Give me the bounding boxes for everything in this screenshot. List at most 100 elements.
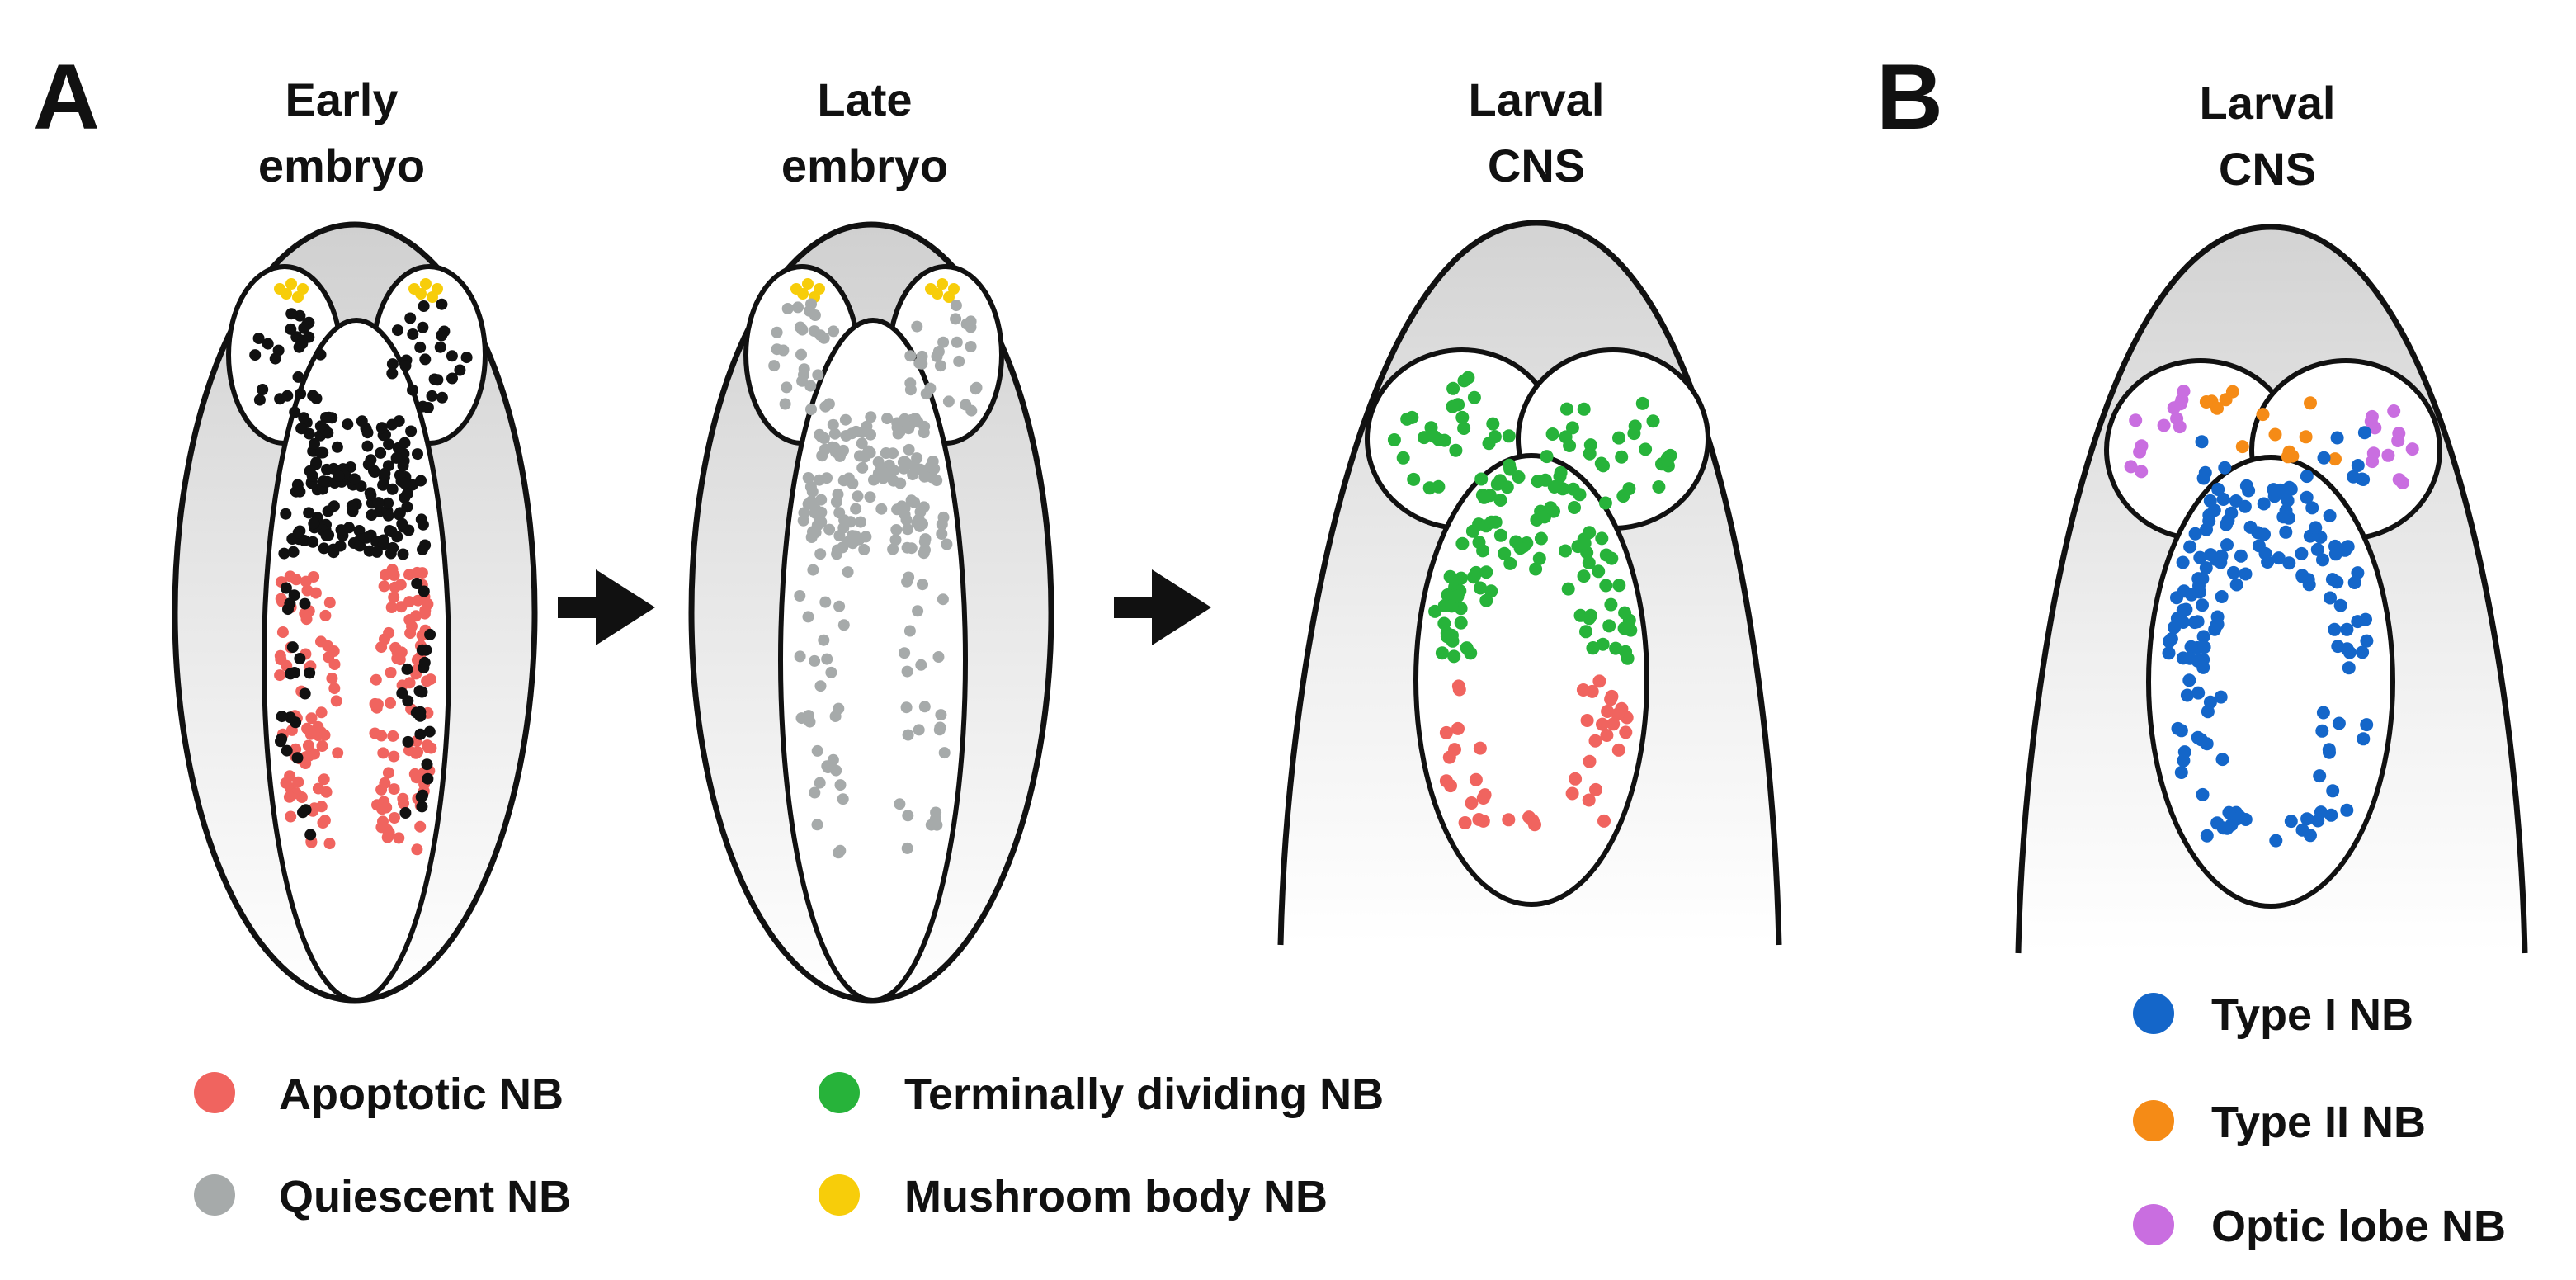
neuroblast-dot — [2268, 427, 2282, 442]
neuroblast-dot — [1618, 606, 1632, 620]
neuroblast-dot — [903, 443, 915, 456]
neuroblast-dot — [1427, 429, 1441, 443]
neuroblast-dot — [1476, 791, 1490, 805]
neuroblast-dot — [385, 602, 398, 613]
neuroblast-dot — [926, 471, 938, 484]
neuroblast-dot — [397, 548, 409, 560]
neuroblast-dot — [795, 348, 807, 361]
neuroblast-dot — [2219, 393, 2233, 407]
neuroblast-dot — [1469, 772, 1483, 786]
neuroblast-dot — [318, 475, 330, 488]
neuroblast-dot — [434, 341, 446, 353]
neuroblast-dot — [403, 677, 416, 689]
neuroblast-dot — [388, 783, 400, 796]
neuroblast-dot — [1428, 604, 1442, 618]
neuroblast-dot — [284, 711, 296, 724]
neuroblast-dot — [1612, 579, 1626, 593]
neuroblast-dot — [1596, 717, 1609, 731]
neuroblast-dot — [1432, 479, 1446, 494]
neuroblast-dot — [918, 536, 931, 548]
neuroblast-dot — [346, 500, 358, 512]
neuroblast-dot — [814, 680, 827, 692]
neuroblast-dot — [1460, 641, 1474, 655]
neuroblast-dot — [1493, 528, 1507, 542]
neuroblast-dot — [905, 494, 918, 507]
neuroblast-dot — [292, 291, 304, 303]
neuroblast-dot — [2243, 520, 2258, 534]
neuroblast-dot — [2222, 805, 2236, 819]
neuroblast-dot — [414, 728, 427, 740]
neuroblast-dot — [312, 720, 324, 733]
neuroblast-dot — [382, 767, 394, 779]
neuroblast-dot — [2309, 521, 2323, 535]
neuroblast-dot — [1589, 782, 1602, 796]
neuroblast-dot — [2324, 591, 2338, 605]
neuroblast-dot — [397, 460, 409, 472]
neuroblast-dot — [855, 516, 866, 528]
neuroblast-dot — [2326, 784, 2340, 798]
neuroblast-dot — [1522, 810, 1536, 824]
neuroblast-dot — [797, 288, 809, 300]
neuroblast-dot — [411, 843, 423, 856]
svg-text:Type I NB: Type I NB — [2211, 990, 2413, 1040]
neuroblast-dot — [2180, 688, 2194, 702]
neuroblast-dot — [1446, 399, 1460, 413]
neuroblast-dot — [811, 744, 823, 757]
neuroblast-dot — [356, 415, 368, 427]
svg-text:Optic lobe NB: Optic lobe NB — [2211, 1202, 2506, 1251]
neuroblast-dot — [834, 779, 847, 791]
neuroblast-dot — [2328, 452, 2342, 466]
neuroblast-dot — [424, 673, 436, 686]
neuroblast-dot — [1598, 496, 1612, 510]
neuroblast-dot — [2191, 615, 2205, 629]
neuroblast-dot — [1547, 480, 1561, 494]
neuroblast-dot — [856, 461, 869, 474]
neuroblast-dot — [316, 740, 328, 752]
neuroblast-dot — [2284, 482, 2298, 496]
neuroblast-dot — [1652, 480, 1666, 494]
neuroblast-dot — [421, 739, 433, 752]
neuroblast-dot — [305, 712, 318, 725]
neuroblast-dot — [2316, 553, 2329, 567]
neuroblast-dot — [1448, 743, 1461, 757]
neuroblast-dot — [365, 454, 377, 466]
neuroblast-dot — [2273, 486, 2287, 500]
neuroblast-dot — [2225, 506, 2239, 520]
neuroblast-dot — [399, 807, 412, 819]
neuroblast-dot — [1661, 453, 1675, 467]
neuroblast-dot — [771, 343, 783, 356]
neuroblast-dot — [421, 758, 433, 771]
neuroblast-dot — [2257, 497, 2271, 511]
svg-text:Early: Early — [285, 73, 399, 125]
neuroblast-dot — [383, 438, 395, 451]
neuroblast-dot — [924, 382, 937, 394]
neuroblast-dot — [833, 600, 846, 612]
neuroblast-dot — [2357, 473, 2371, 486]
neuroblast-dot — [436, 298, 448, 310]
neuroblast-dot — [304, 829, 317, 841]
neuroblast-dot — [326, 673, 338, 684]
neuroblast-dot — [1597, 814, 1611, 828]
neuroblast-dot — [1454, 571, 1468, 585]
neuroblast-dot — [290, 574, 302, 586]
neuroblast-dot — [353, 525, 366, 536]
neuroblast-dot — [1451, 721, 1465, 735]
neuroblast-dot — [2276, 510, 2291, 524]
neuroblast-dot — [2167, 401, 2181, 415]
neuroblast-dot — [913, 520, 926, 532]
neuroblast-dot — [781, 381, 793, 394]
neuroblast-dot — [276, 626, 289, 638]
neuroblast-dot — [2204, 548, 2218, 562]
neuroblast-dot — [369, 727, 381, 739]
neuroblast-dot — [399, 437, 411, 449]
neuroblast-dot — [2317, 451, 2331, 465]
neuroblast-dot — [1544, 501, 1558, 515]
neuroblast-dot — [287, 546, 300, 558]
neuroblast-dot — [412, 448, 423, 461]
neuroblast-dot — [1477, 490, 1491, 504]
neuroblast-dot — [1472, 536, 1486, 549]
neuroblast-dot — [1580, 714, 1594, 727]
neuroblast-dot — [370, 546, 383, 558]
neuroblast-dot — [950, 300, 962, 312]
larval-cns-a — [1277, 220, 1782, 946]
